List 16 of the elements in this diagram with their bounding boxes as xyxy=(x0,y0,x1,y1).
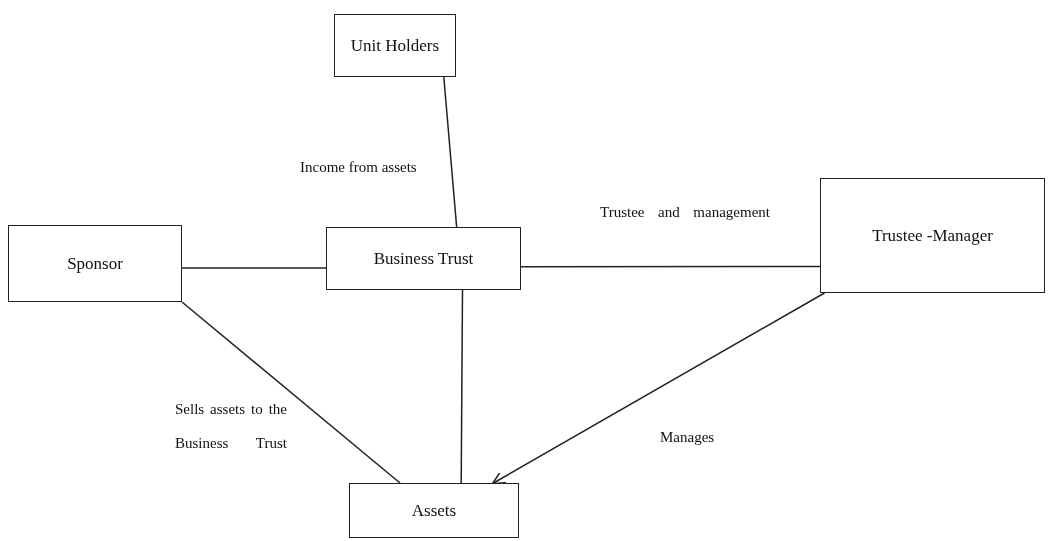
process-box xyxy=(326,227,521,290)
connector-line xyxy=(520,265,821,268)
node-label: Business Trust xyxy=(373,247,474,270)
connector-line xyxy=(181,267,327,269)
process-box xyxy=(8,225,182,302)
node-label: Unit Holders xyxy=(350,34,440,57)
process-box xyxy=(820,178,1045,293)
node-label: Assets xyxy=(411,499,457,522)
connector-line xyxy=(443,76,458,228)
process-box xyxy=(334,14,456,77)
connector-line xyxy=(181,301,401,484)
node-label: Sponsor xyxy=(67,252,123,275)
arrow xyxy=(491,292,826,485)
connector-line xyxy=(460,289,464,484)
process-box xyxy=(349,483,519,538)
node-label: Trustee -Manager xyxy=(872,224,993,247)
